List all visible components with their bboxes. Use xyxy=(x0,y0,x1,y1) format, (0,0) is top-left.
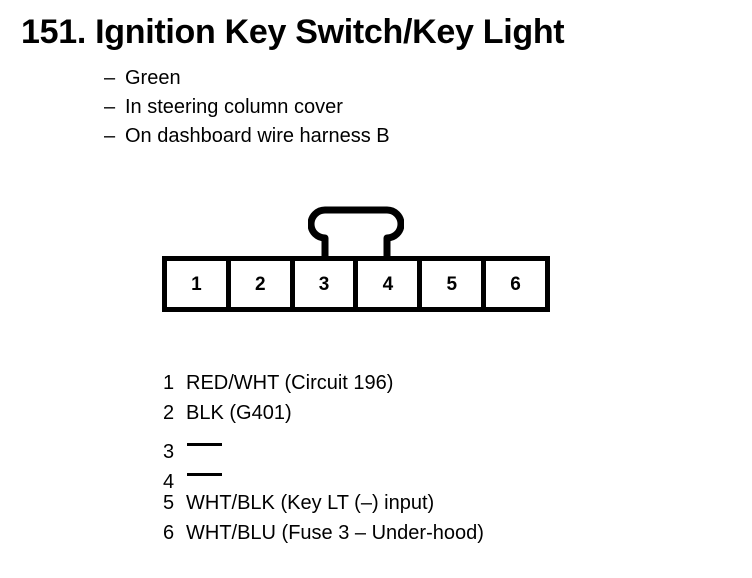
connector-diagram: 1 2 3 4 5 6 xyxy=(162,206,550,314)
connector-cavity-1[interactable]: 1 xyxy=(167,261,231,307)
pinout-row: 5 WHT/BLK (Key LT (–) input) xyxy=(163,488,603,518)
dash-bullet-icon: – xyxy=(104,125,116,147)
pinout-label: WHT/BLK (Key LT (–) input) xyxy=(186,492,435,514)
pinout-number: 5 xyxy=(163,492,175,514)
connector-cavity-5[interactable]: 5 xyxy=(422,261,487,307)
pinout-label-unused xyxy=(186,428,226,458)
pinout-label: WHT/BLU (Fuse 3 – Under-hood) xyxy=(186,522,484,544)
cavity-number: 1 xyxy=(191,273,202,295)
pinout-list: 1 RED/WHT (Circuit 196) 2 BLK (G401) 3 4… xyxy=(163,368,603,548)
connector-latch-icon xyxy=(308,206,404,258)
attribute-item: – On dashboard wire harness B xyxy=(104,122,624,151)
attribute-label: In steering column cover xyxy=(125,96,343,118)
connector-cavity-6[interactable]: 6 xyxy=(486,261,545,307)
dash-bullet-icon: – xyxy=(104,96,116,118)
pinout-number: 3 xyxy=(163,441,175,463)
pinout-number: 1 xyxy=(163,372,175,394)
dash-bullet-icon: – xyxy=(104,67,116,89)
pinout-row: 3 xyxy=(163,428,603,463)
attribute-item: – Green xyxy=(104,64,624,93)
pinout-row: 4 xyxy=(163,458,603,493)
connector-cavity-4[interactable]: 4 xyxy=(358,261,423,307)
pinout-row: 2 BLK (G401) xyxy=(163,398,603,428)
pinout-row: 1 RED/WHT (Circuit 196) xyxy=(163,368,603,398)
attribute-item: – In steering column cover xyxy=(104,93,624,122)
cavity-number: 6 xyxy=(510,273,521,295)
cavity-number: 2 xyxy=(254,273,266,295)
attribute-label: On dashboard wire harness B xyxy=(125,125,390,147)
connector-cavity-2[interactable]: 2 xyxy=(230,261,295,307)
pinout-label: BLK (G401) xyxy=(186,402,292,424)
attribute-list: – Green – In steering column cover – On … xyxy=(104,64,624,151)
pinout-label-unused xyxy=(186,458,226,488)
attribute-label: Green xyxy=(125,67,181,89)
pinout-label: RED/WHT (Circuit 196) xyxy=(186,372,394,394)
pinout-row: 6 WHT/BLU (Fuse 3 – Under-hood) xyxy=(163,518,603,548)
pinout-number: 4 xyxy=(163,471,175,493)
cavity-number: 3 xyxy=(318,273,330,295)
connector-cavity-3[interactable]: 3 xyxy=(294,261,359,307)
page-title: 151. Ignition Key Switch/Key Light xyxy=(21,13,565,51)
pinout-number: 6 xyxy=(163,522,175,544)
cavity-number: 4 xyxy=(382,273,394,295)
connector-body: 1 2 3 4 5 6 xyxy=(162,256,550,312)
pinout-number: 2 xyxy=(163,402,175,424)
cavity-number: 5 xyxy=(446,273,458,295)
